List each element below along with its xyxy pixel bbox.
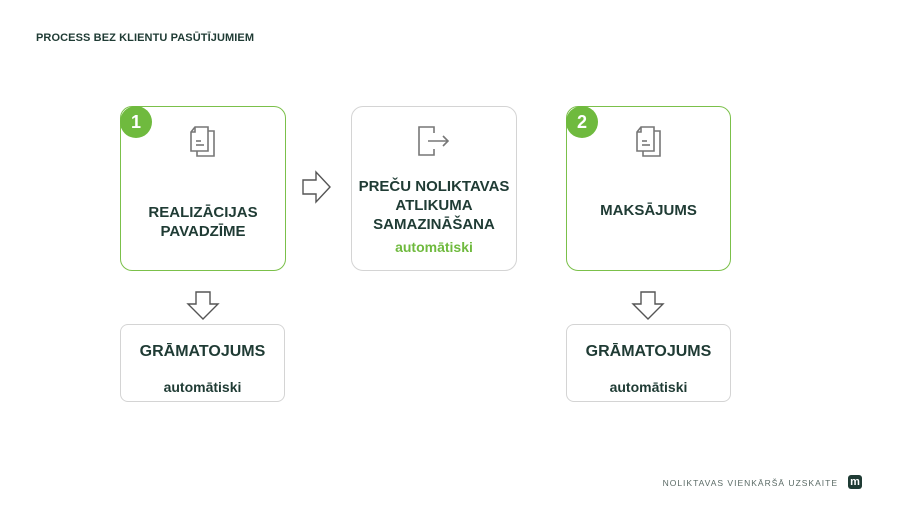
posting-title: GRĀMATOJUMS [585, 343, 712, 360]
step-badge-2: 2 [566, 106, 598, 138]
footer-brand: NOLIKTAVAS VIENKĀRŠĀ UZSKAITE [662, 478, 838, 488]
step-title: PREČU NOLIKTAVAS ATLIKUMA SAMAZINĀŠANA [358, 178, 510, 233]
step-title: REALIZĀCIJAS PAVADZĪME [148, 204, 258, 240]
step-subtitle: automātiski [395, 239, 473, 255]
step-title: MAKSĀJUMS [600, 202, 697, 219]
arrow-down-icon [631, 291, 665, 326]
page-title: PROCESS BEZ KLIENTU PASŪTĪJUMIEM [36, 32, 255, 44]
step-card-invoice: 1 REALIZĀCIJAS PAVADZĪME [120, 106, 286, 271]
posting-card-1: GRĀMATOJUMS automātiski [120, 324, 285, 402]
step-badge-1: 1 [120, 106, 152, 138]
step-card-stock-reduction: PREČU NOLIKTAVAS ATLIKUMA SAMAZINĀŠANA a… [351, 106, 517, 271]
step-card-payment: 2 MAKSĀJUMS [566, 106, 731, 271]
documents-icon [188, 124, 218, 163]
posting-card-2: GRĀMATOJUMS automātiski [566, 324, 731, 402]
exit-arrow-icon [416, 124, 452, 163]
posting-subtitle: automātiski [609, 379, 688, 395]
arrow-down-icon [186, 291, 220, 326]
documents-icon [634, 124, 664, 163]
arrow-right-icon [302, 170, 332, 209]
brand-logo-icon: m [848, 475, 862, 489]
posting-title: GRĀMATOJUMS [139, 343, 266, 360]
posting-subtitle: automātiski [163, 379, 242, 395]
